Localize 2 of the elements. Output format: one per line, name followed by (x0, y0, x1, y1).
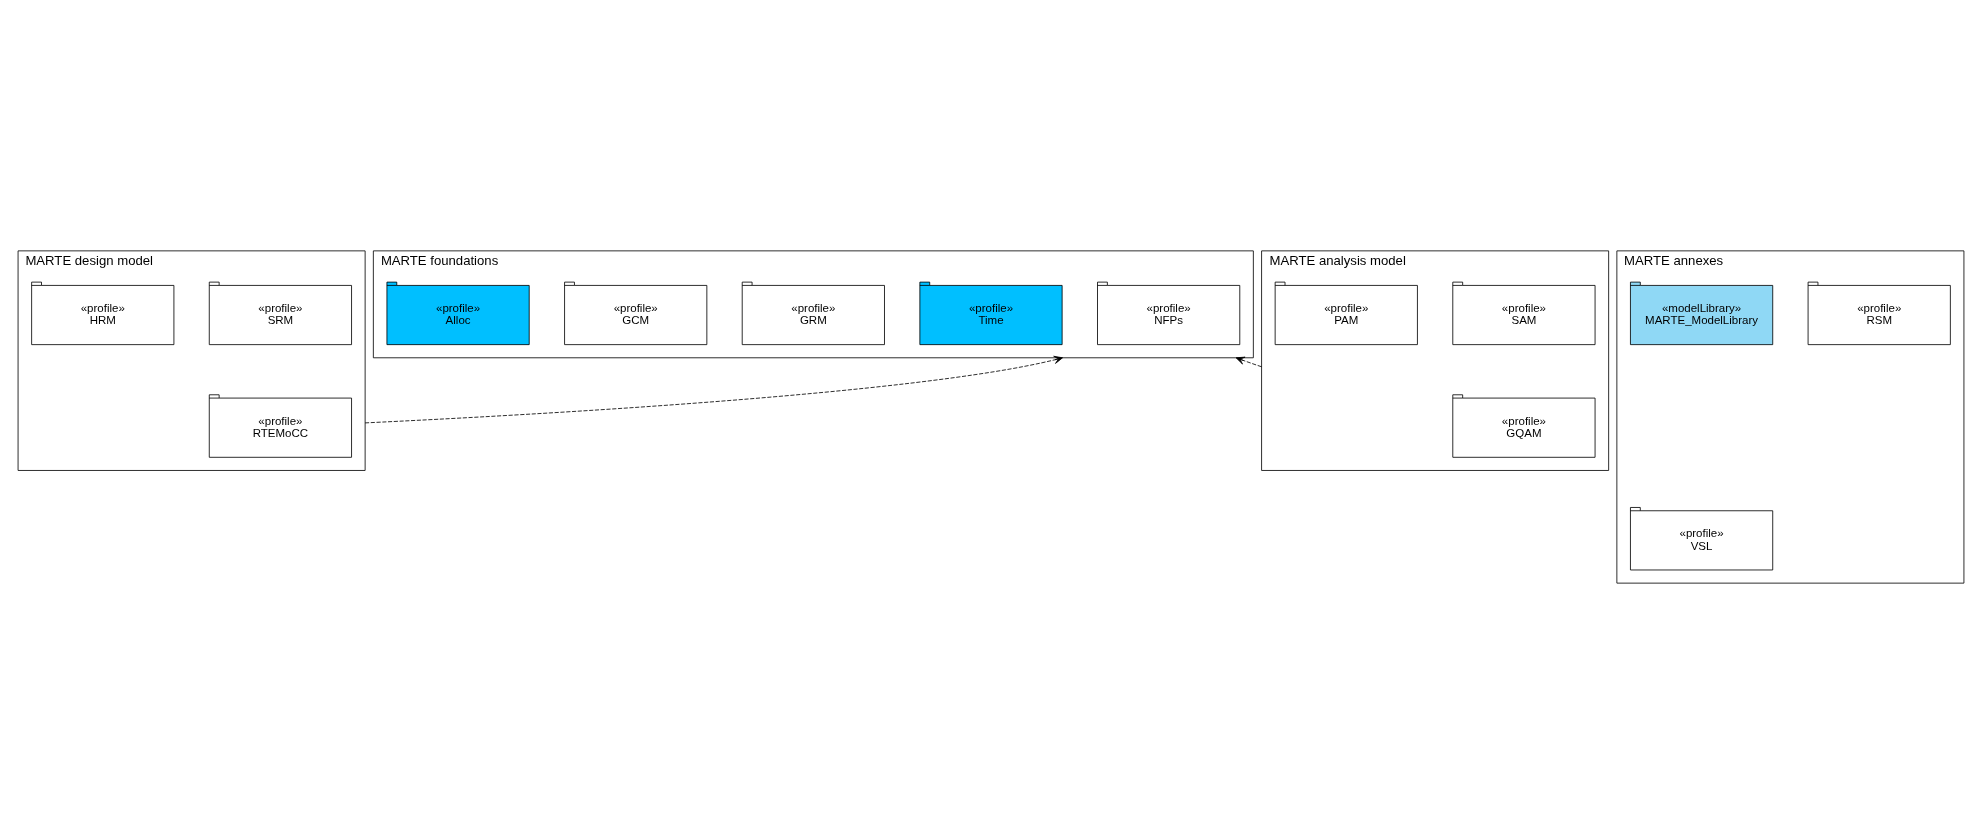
arrow (364, 355, 1063, 424)
arrow (1235, 356, 1262, 368)
